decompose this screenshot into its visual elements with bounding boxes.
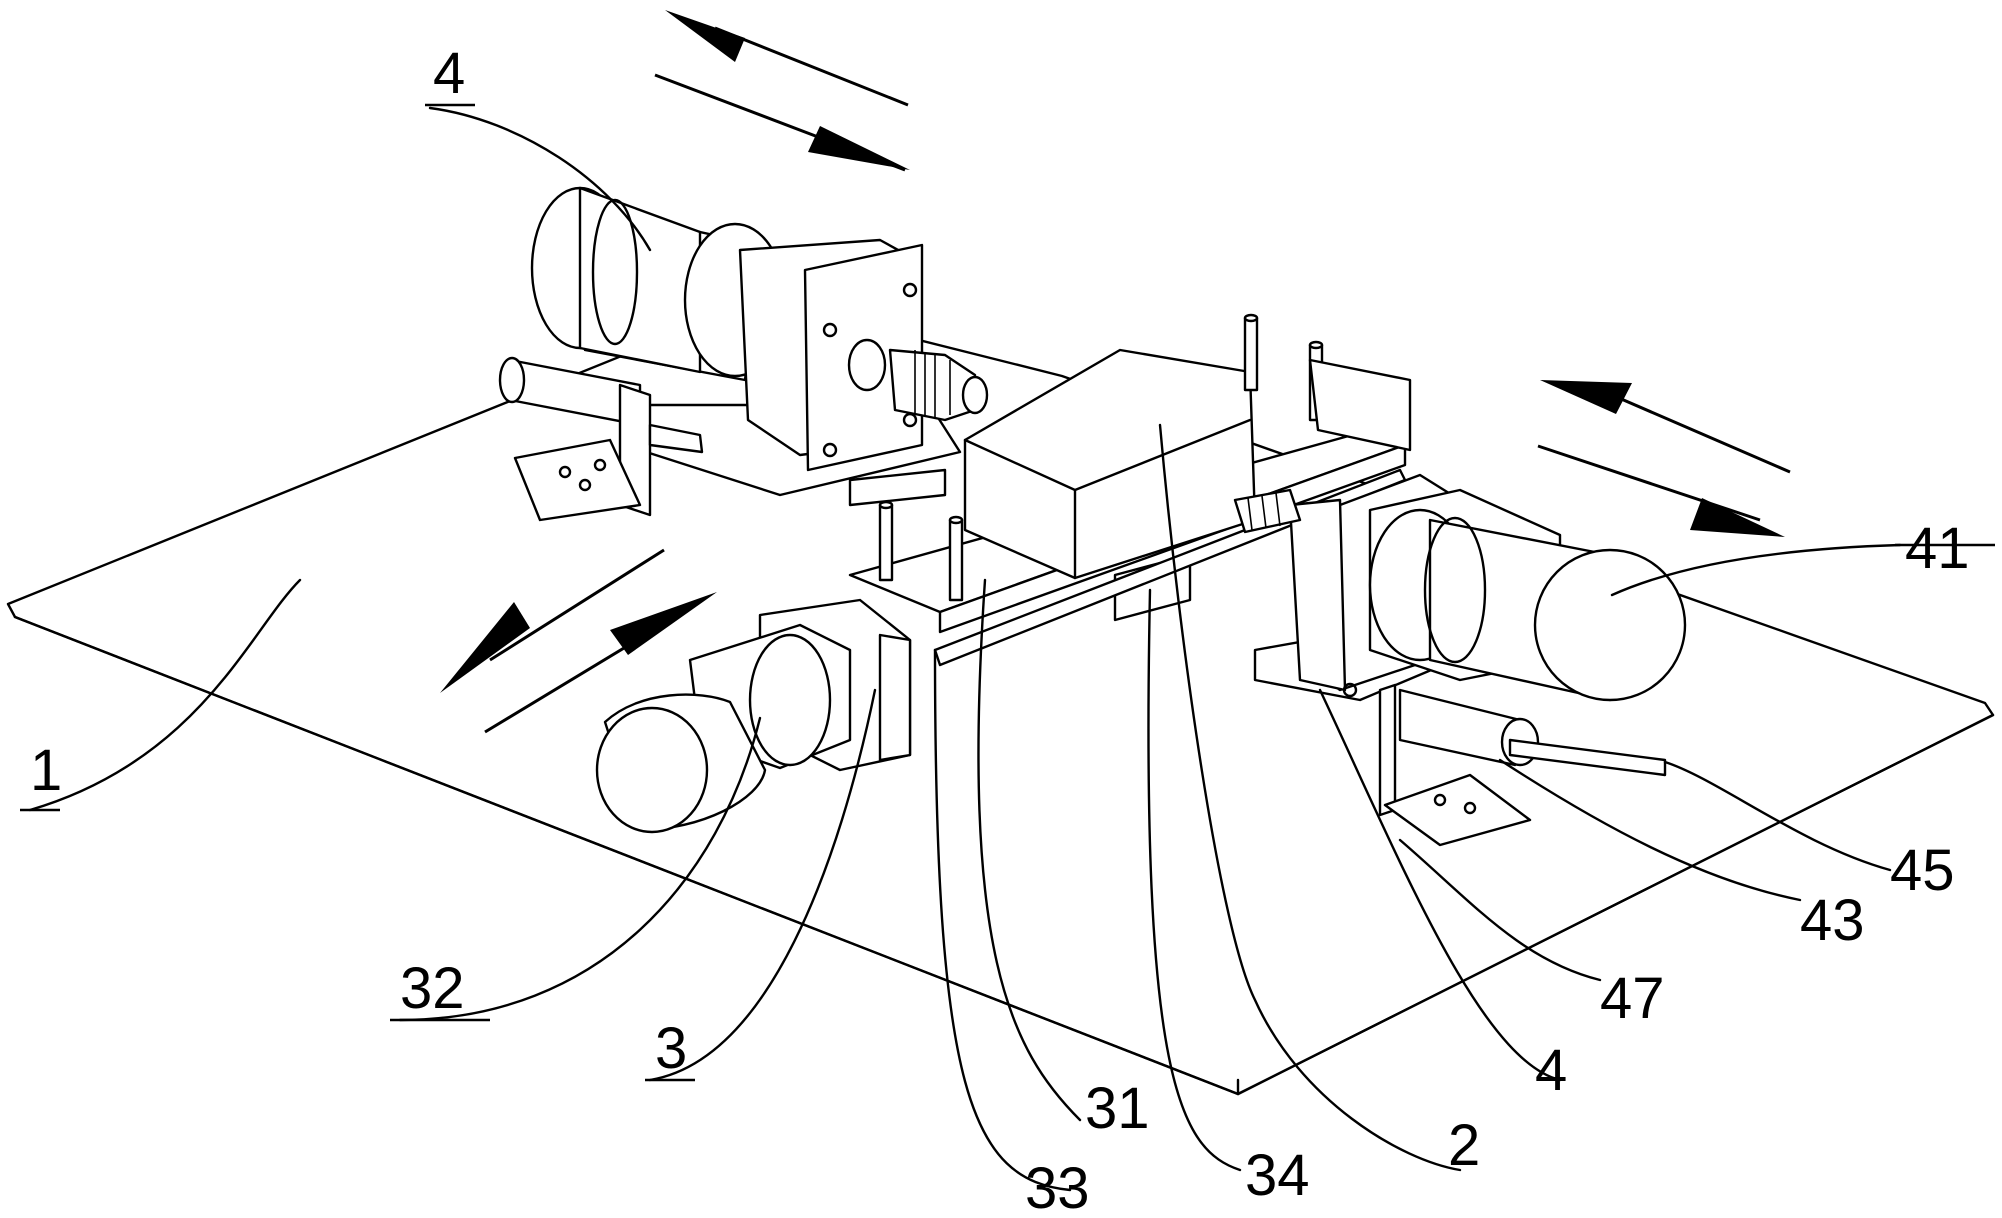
arrow-head-left: [665, 10, 745, 62]
label-41: 41: [1905, 516, 1970, 581]
arrow-head-left: [1540, 380, 1632, 414]
arrow-head-right: [808, 126, 910, 170]
label-32: 32: [400, 956, 465, 1021]
label-45: 45: [1890, 838, 1955, 903]
label-33: 33: [1025, 1156, 1090, 1218]
label-47: 47: [1600, 966, 1665, 1031]
arrow-head-right: [1690, 498, 1785, 537]
label-3: 3: [655, 1016, 687, 1081]
arrow-line: [1538, 446, 1760, 520]
label-1: 1: [30, 738, 62, 803]
label-34: 34: [1245, 1143, 1310, 1208]
label-31: 31: [1085, 1076, 1150, 1141]
label-4-top: 4: [433, 41, 465, 106]
label-43: 43: [1800, 888, 1865, 953]
label-4-bottom: 4: [1535, 1038, 1567, 1103]
label-2: 2: [1448, 1113, 1480, 1178]
arrow-line: [1612, 395, 1790, 472]
